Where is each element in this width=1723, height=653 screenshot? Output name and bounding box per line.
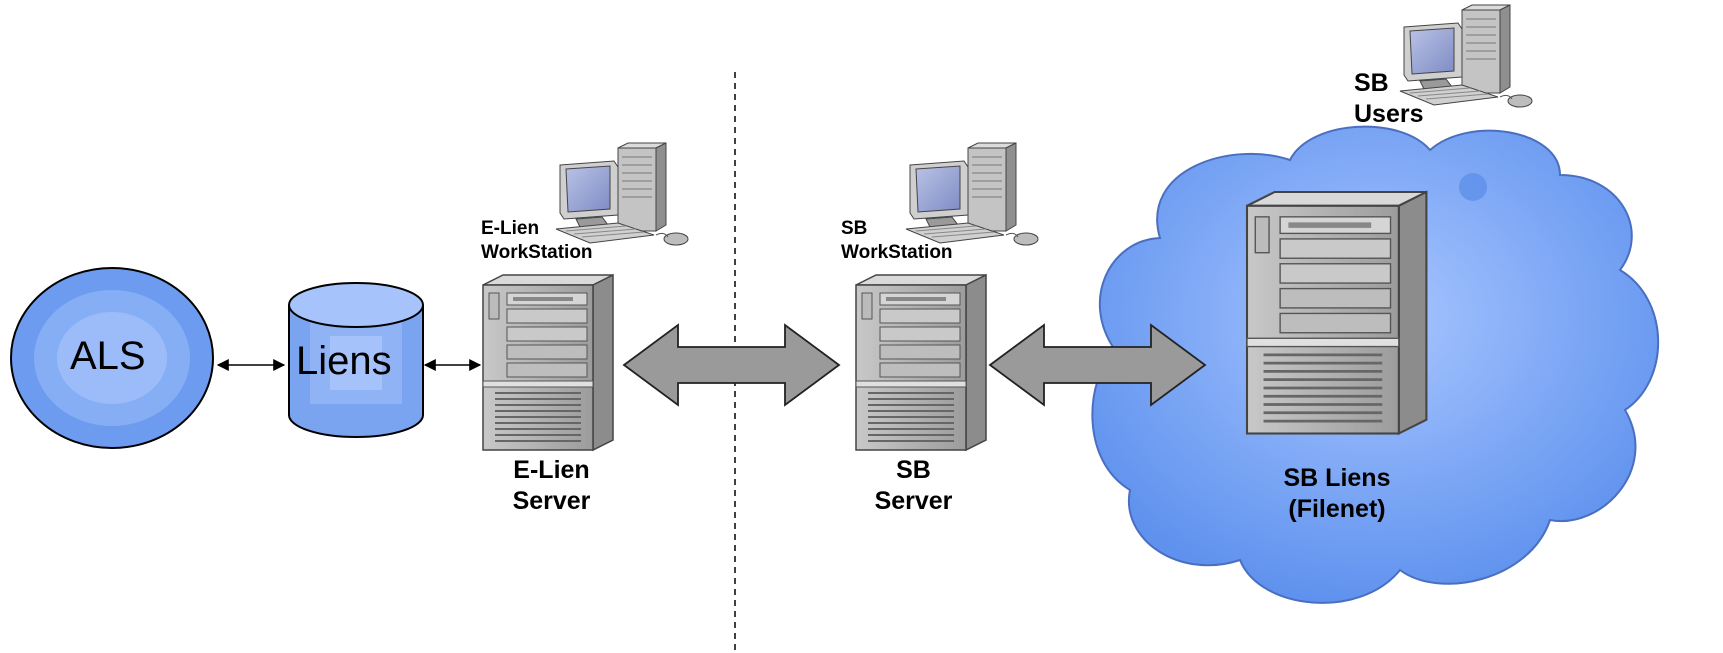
server-link-arrow [623, 324, 840, 406]
elien-server-icon [482, 274, 614, 451]
elien-workstation-label: E-Lien WorkStation [481, 218, 593, 263]
liens-database-icon [288, 282, 424, 438]
sb-server-label: SB Server [874, 456, 953, 516]
sb-workstation-label: SB WorkStation [841, 218, 953, 263]
als-label: ALS [70, 334, 146, 378]
sb-server-icon [855, 274, 987, 451]
sb-users-label: SB Users [1354, 69, 1424, 129]
sb-liens-server-icon [1245, 190, 1428, 435]
elien-server-label: E-Lien Server [512, 456, 591, 516]
sb-liens-label: SB Liens (Filenet) [1283, 464, 1391, 524]
als-node [10, 267, 214, 449]
liens-label: Liens [296, 339, 392, 383]
